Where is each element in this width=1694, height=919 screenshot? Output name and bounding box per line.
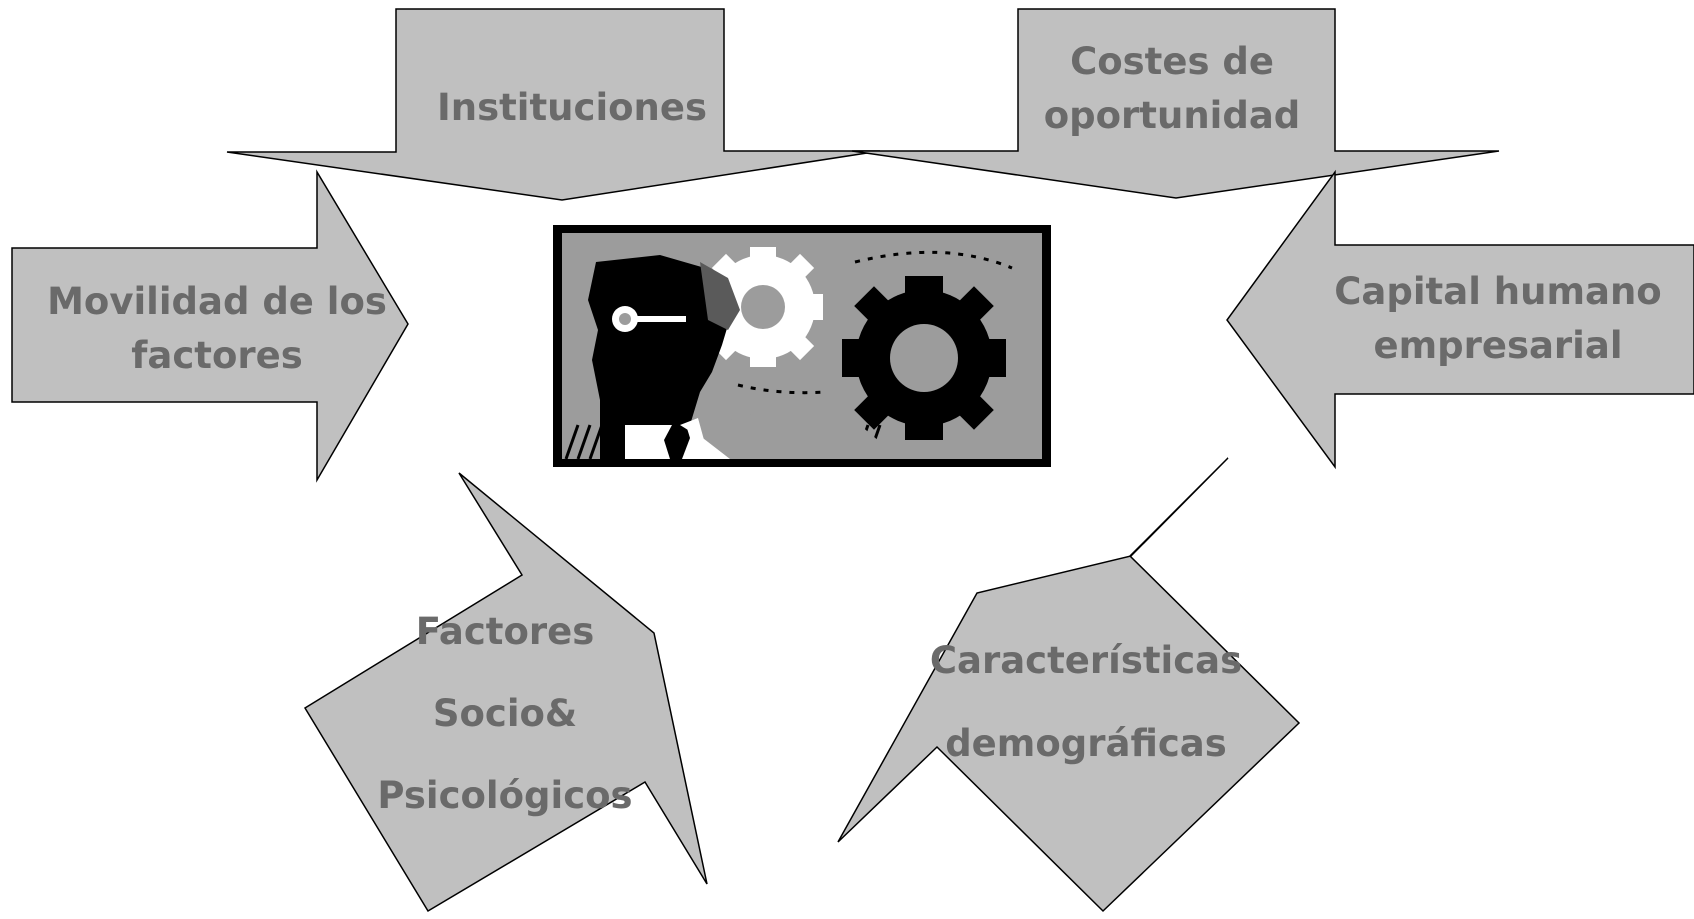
arrow-label-movilidad-1: factores — [131, 334, 302, 377]
head-silhouette — [588, 255, 740, 459]
arrow-label-movilidad-0: Movilidad de los — [47, 280, 387, 323]
arrow-label-costes-1: oportunidad — [1044, 94, 1301, 137]
arrow-label-factores-2: Psicológicos — [377, 774, 632, 817]
black-gear-icon — [842, 276, 1006, 440]
businessman-gears-icon — [553, 225, 1051, 467]
white-gear-icon — [703, 247, 823, 367]
arrow-factores: Factores Socio& Psicológicos — [303, 472, 708, 913]
arrow-label-costes-0: Costes de — [1070, 40, 1274, 83]
arrow-instituciones: Instituciones — [226, 8, 881, 201]
arrow-costes: Costes de oportunidad — [851, 8, 1500, 199]
arrow-label-instituciones-0: Instituciones — [437, 86, 707, 129]
arrow-label-factores-1: Socio& — [433, 692, 577, 735]
arrow-label-factores-0: Factores — [416, 610, 594, 653]
dotted-arc-lower — [737, 383, 826, 395]
arrow-label-caracteristicas-1: demográficas — [945, 722, 1227, 765]
collar-tie — [625, 418, 730, 459]
arrow-caracteristicas: Características demográficas — [837, 457, 1301, 913]
arrow-label-capital-0: Capital humano — [1334, 270, 1661, 313]
arrow-movilidad: Movilidad de los factores — [11, 169, 409, 483]
arrow-label-capital-1: empresarial — [1373, 324, 1622, 367]
arrow-label-caracteristicas-0: Características — [930, 639, 1242, 682]
arrow-capital: Capital humano empresarial — [1226, 169, 1694, 470]
